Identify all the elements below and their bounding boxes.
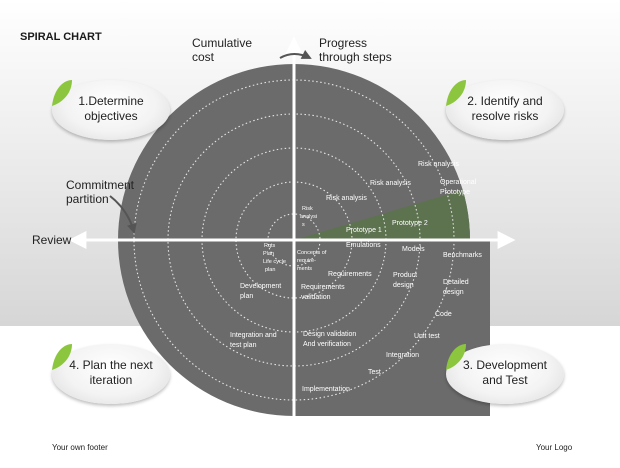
label-concepts: Concepts of require- ments [297, 250, 328, 272]
label-implementation: Implementation [302, 386, 350, 393]
label-operational-prototype: Operational Prototype [440, 179, 478, 196]
label-unit-test: Unit test [414, 333, 440, 340]
label-risk-analysis-inner: Risk analysi s [300, 206, 319, 228]
label-emulations: Emulations [346, 242, 381, 249]
label-prototype-1: Prototype 1 [346, 227, 382, 234]
label-integration: Integration [386, 352, 419, 359]
label-benchmarks: Benchmarks [443, 252, 482, 259]
quadrant-2-oval: 2. Identify and resolve risks [446, 80, 564, 140]
quadrant-4-oval: 4. Plan the next iteration [52, 344, 170, 404]
label-rqts-plan: Rqts Plan Life cycle plan [263, 243, 287, 273]
leaf-icon [446, 344, 466, 370]
commitment-arrow [109, 195, 137, 234]
development-quadrant-extension [294, 240, 490, 416]
quadrant-1-text: 1.Determine objectives [78, 94, 144, 123]
label-detailed-design: Detailed design [443, 279, 471, 296]
label-models: Models [402, 246, 425, 253]
label-prototype-2: Prototype 2 [392, 220, 428, 227]
label-design-validation: Design validation And verification [303, 331, 358, 348]
review-label: Review [32, 233, 72, 247]
page-title: SPIRAL CHART [20, 31, 102, 43]
progress-arrow [279, 49, 312, 59]
label-code: Code [435, 311, 452, 318]
label-test: Test [368, 369, 381, 376]
label-risk-analysis-2: Risk analysis [370, 180, 411, 187]
leaf-icon [52, 344, 72, 370]
label-risk-analysis-3: Risk analysis [326, 195, 367, 202]
footer-logo: Your Logo [536, 443, 573, 452]
label-product-design: Product design [393, 272, 419, 289]
quadrant-1-oval: 1.Determine objectives [52, 80, 170, 140]
leaf-icon [52, 80, 72, 106]
label-development-plan: Development plan [240, 283, 283, 300]
label-requirements: Requirements [328, 271, 372, 278]
label-requirements-validation: Requirements validation [301, 284, 347, 301]
label-risk-analysis-1: Risk analysis [418, 161, 459, 168]
footer-text: Your own footer [52, 443, 108, 452]
quadrant-2-text: 2. Identify and resolve risks [467, 94, 543, 123]
quadrant-4-text: 4. Plan the next iteration [69, 358, 153, 387]
leaf-icon [446, 80, 466, 106]
quadrant-3-oval: 3. Development and Test [446, 344, 564, 404]
quadrant-3-text: 3. Development and Test [462, 358, 548, 387]
label-integration-test-plan: Integration and test plan [230, 332, 279, 349]
